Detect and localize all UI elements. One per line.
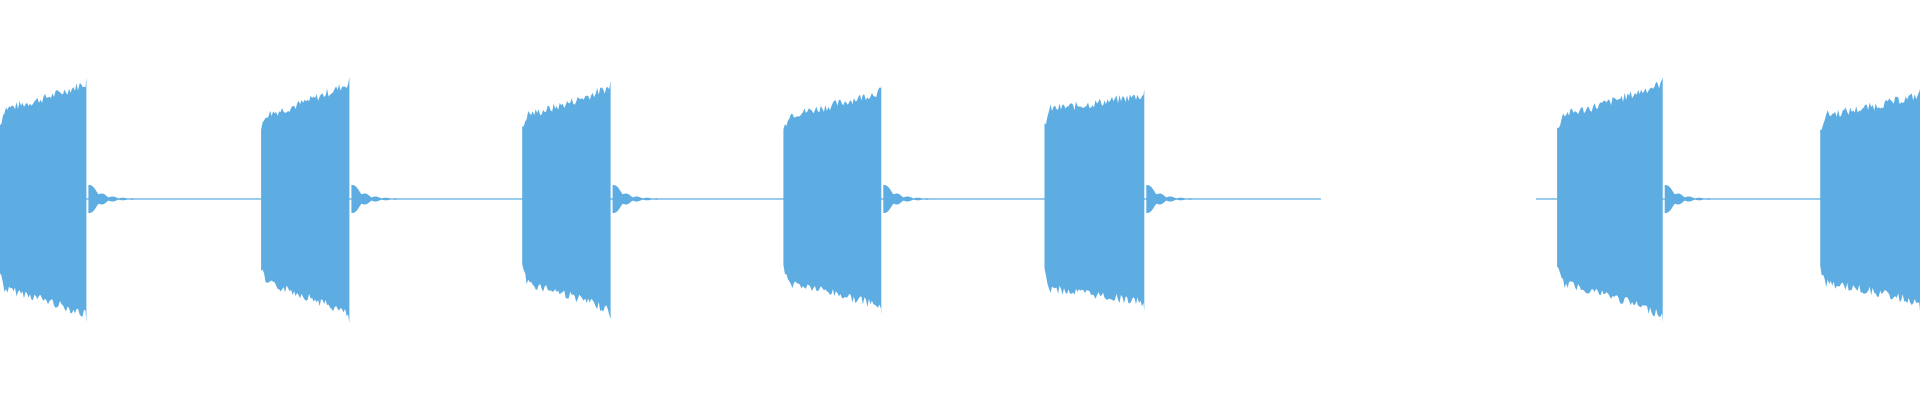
waveform-burst-tail-3: [612, 185, 658, 213]
waveform-burst-4: [783, 85, 882, 315]
waveform-burst-7: [1820, 89, 1920, 311]
waveform-burst-tail-6: [1664, 185, 1710, 213]
waveform-burst-tail-1: [88, 185, 134, 213]
waveform-burst-5: [1044, 89, 1145, 311]
waveform-burst-6: [1557, 77, 1663, 323]
waveform-burst-3: [522, 81, 611, 319]
waveform-burst-1: [0, 77, 87, 323]
waveform-burst-tail-2: [351, 185, 397, 213]
waveform-burst-tail-5: [1146, 185, 1192, 213]
waveform-burst-tail-4: [883, 185, 929, 213]
waveform-burst-2: [261, 77, 350, 323]
waveform-bursts: [0, 77, 1920, 323]
